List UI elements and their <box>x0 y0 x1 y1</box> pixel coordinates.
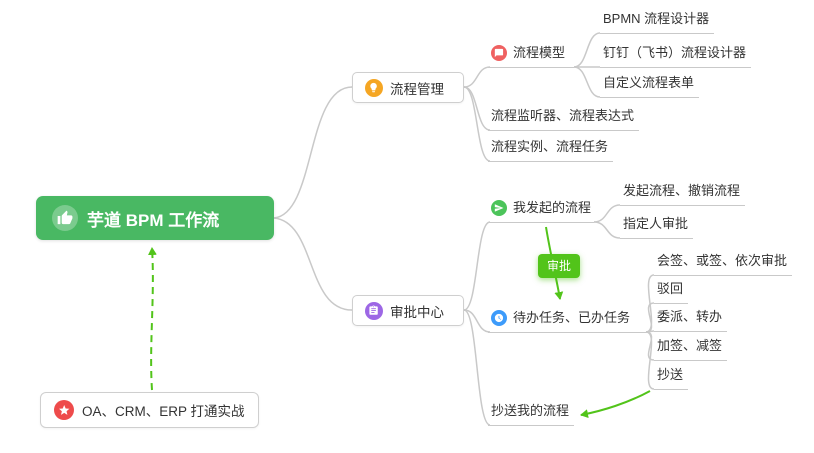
node-label: 审批中心 <box>390 304 444 320</box>
chat-bubble-icon <box>491 45 507 61</box>
link-initiated-launch <box>593 204 621 223</box>
node-label: 流程模型 <box>513 45 566 60</box>
node-reject[interactable]: 驳回 <box>654 280 689 304</box>
lightbulb-icon <box>365 78 383 97</box>
node-label: 流程监听器、流程表达式 <box>491 108 635 123</box>
node-delegate-transfer[interactable]: 委派、转办 <box>654 308 728 332</box>
node-label: 会签、或签、依次审批 <box>657 253 788 268</box>
node-initiate-cancel[interactable]: 发起流程、撤销流程 <box>620 182 746 206</box>
star-icon <box>54 400 74 420</box>
node-label: 委派、转办 <box>657 309 723 324</box>
node-label: BPMN 流程设计器 <box>603 11 710 26</box>
node-dingtalk-feishu-designer[interactable]: 钉钉（飞书）流程设计器 <box>600 44 752 68</box>
link-model-bpmn <box>573 32 601 68</box>
node-label: 抄送 <box>657 367 684 382</box>
node-practice-note[interactable]: OA、CRM、ERP 打通实战 <box>40 392 259 428</box>
node-label: 加签、减签 <box>657 338 723 353</box>
node-process-management[interactable]: 流程管理 <box>352 72 464 103</box>
node-label: 待办任务、已办任务 <box>513 310 631 325</box>
node-label: 自定义流程表单 <box>603 75 695 90</box>
link-root-approval-center <box>273 217 353 311</box>
node-label: 我发起的流程 <box>513 200 592 215</box>
node-add-reduce-sign[interactable]: 加签、减签 <box>654 337 728 361</box>
node-cc-my-process[interactable]: 抄送我的流程 <box>488 402 575 426</box>
link-root-process-management <box>273 86 353 219</box>
link-ac-cc-my-process <box>463 309 491 426</box>
node-label: OA、CRM、ERP 打通实战 <box>82 404 245 419</box>
node-instance-task[interactable]: 流程实例、流程任务 <box>488 138 614 162</box>
clipboard-icon <box>365 301 383 320</box>
node-cc[interactable]: 抄送 <box>654 366 689 390</box>
root-node[interactable]: 芋道 BPM 工作流 <box>36 196 274 240</box>
badge-label: 审批 <box>547 259 572 273</box>
node-label: 驳回 <box>657 281 684 296</box>
link-tasks-cc <box>645 331 655 390</box>
node-approval-center[interactable]: 审批中心 <box>352 295 464 326</box>
node-label: 流程实例、流程任务 <box>491 139 609 154</box>
node-todo-done-tasks[interactable]: 待办任务、已办任务 <box>488 309 646 333</box>
node-bpmn-designer[interactable]: BPMN 流程设计器 <box>600 10 715 34</box>
node-label: 指定人审批 <box>623 216 689 231</box>
node-custom-process-form[interactable]: 自定义流程表单 <box>600 74 700 98</box>
paper-plane-icon <box>491 200 507 216</box>
link-pm-process-model <box>463 66 491 88</box>
node-my-initiated[interactable]: 我发起的流程 <box>488 199 594 223</box>
practice-dashed-arrow <box>147 247 157 391</box>
clock-icon <box>491 310 507 326</box>
root-label: 芋道 BPM 工作流 <box>87 210 220 230</box>
node-label: 流程管理 <box>390 81 444 97</box>
link-ac-my-initiated <box>463 221 491 311</box>
link-pm-instance <box>463 86 491 162</box>
approval-badge: 审批 <box>538 254 581 278</box>
node-process-model[interactable]: 流程模型 <box>488 44 574 68</box>
link-ac-tasks <box>463 309 491 333</box>
node-countersign[interactable]: 会签、或签、依次审批 <box>654 252 793 276</box>
link-model-custom-form <box>573 66 601 98</box>
link-initiated-assigned <box>593 221 621 239</box>
node-label: 发起流程、撤销流程 <box>623 183 741 198</box>
cc-flow-arrow <box>580 390 651 419</box>
node-assigned-approver[interactable]: 指定人审批 <box>620 215 694 239</box>
node-label: 钉钉（飞书）流程设计器 <box>603 45 747 60</box>
thumbs-up-icon <box>52 205 78 231</box>
node-label: 抄送我的流程 <box>491 403 570 418</box>
node-listener-expression[interactable]: 流程监听器、流程表达式 <box>488 107 640 131</box>
